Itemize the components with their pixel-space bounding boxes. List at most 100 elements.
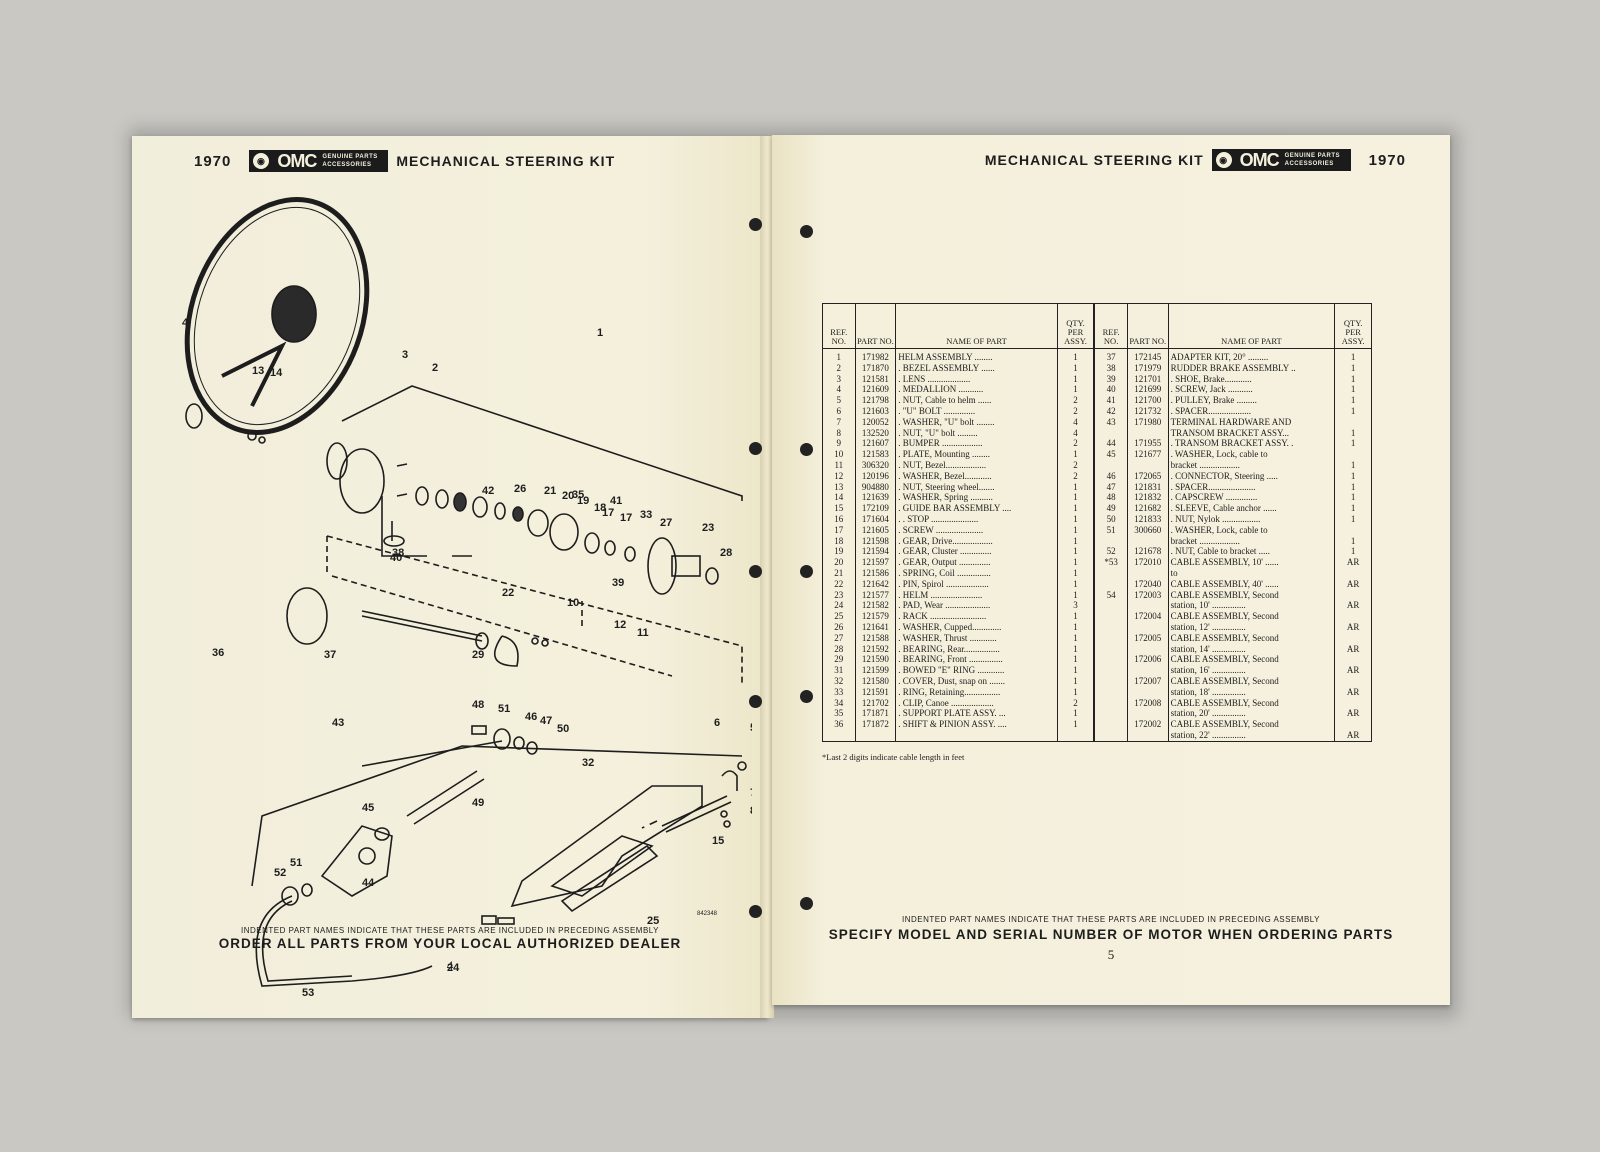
table-cell: . WASHER, "U" bolt ........ [895,416,1058,428]
table-cell: . CONNECTOR, Steering ..... [1167,470,1335,482]
table-cell: 18 [822,535,856,547]
table-cell: 171979 [1126,362,1169,374]
table-cell [1093,427,1128,439]
table-cell: 11 [822,459,856,471]
diagram-callout: 7 [750,787,752,799]
table-cell: 19 [822,546,856,558]
print-code: 842348 [697,911,718,917]
table-cell: AR [1334,557,1372,568]
table-cell: . WASHER, Bezel............ [895,470,1058,482]
table-cell: 121682 [1126,503,1169,514]
table-cell: 121594 [854,546,896,558]
table-cell: AR [1334,643,1372,655]
table-cell: . GEAR, Output .............. [895,557,1058,568]
table-cell [1334,416,1372,428]
binder-hole [800,443,813,456]
table-cell: 172040 [1126,578,1169,590]
table-cell [1093,567,1128,579]
table-cell: 171604 [854,513,896,525]
table-cell: 121580 [854,675,896,687]
table-cell: 37 [1093,348,1128,363]
table-cell: CABLE ASSEMBLY, Second [1167,719,1335,730]
left-note-small: INDENTED PART NAMES INDICATE THAT THESE … [240,926,659,935]
table-cell: . SPRING, Coil ............... [895,567,1058,579]
omc-logo-icon: ◉ [253,153,270,169]
col-name: NAME OF PART [895,303,1058,349]
col-ref-no: REF. NO. [822,303,856,349]
table-cell: 7 [822,416,856,428]
table-cell: 1 [822,348,856,363]
table-cell: . SPACER................... [1167,405,1335,417]
table-cell: 121678 [1126,546,1169,558]
table-cell: 4 [1056,416,1095,428]
table-cell: . "U" BOLT .............. [895,405,1058,417]
table-cell: 172008 [1126,697,1169,709]
binder-hole [749,905,762,918]
table-cell: 29 [822,654,856,666]
diagram-callout: 37 [324,649,336,661]
diagram-callout: 53 [302,987,314,999]
table-cell: 48 [1093,492,1128,504]
table-cell: 1 [1056,546,1095,558]
table-cell: 10 [822,449,856,460]
diagram-callout: 13 [252,365,264,377]
table-cell [1093,535,1128,547]
diagram-callout: 51 [290,857,302,869]
table-cell: CABLE ASSEMBLY, 40' ...... [1167,578,1335,590]
table-cell: . CAPSCREW .............. [1167,492,1335,504]
table-cell: AR [1334,665,1372,676]
diagram-callout: 35 [572,489,584,501]
table-cell [1093,729,1128,742]
col-part-no: PART NO. [854,303,897,349]
diagram-callout: 24 [447,962,460,974]
table-cell: 121699 [1126,384,1169,396]
table-cell: station, 18' ............... [1167,686,1335,698]
diagram-callout: 6 [714,717,720,729]
table-cell: 1 [1334,470,1372,482]
diagram-callout: 38 [392,547,404,559]
table-cell: bracket .................. [1167,459,1335,471]
col-part-no-2: PART NO. [1126,303,1169,349]
diagram-callout: 28 [720,547,732,559]
col-qty: QTY. PER ASSY. [1056,303,1095,349]
right-note-small: INDENTED PART NAMES INDICATE THAT THESE … [901,915,1320,924]
table-cell: 121581 [854,373,896,385]
table-cell: . COVER, Dust, snap on ....... [895,675,1058,687]
table-cell: CABLE ASSEMBLY, 10' ...... [1167,557,1335,568]
table-cell: 121605 [854,524,896,536]
table-cell: 121592 [854,643,896,655]
table-cell: 1 [1056,362,1095,374]
table-cell: 121609 [854,384,896,396]
omc-logo-icon: ◉ [1215,152,1232,168]
table-cell: . SUPPORT PLATE ASSY. ... [895,708,1058,720]
diagram-callout: 1 [597,327,603,339]
table-cell: 172005 [1126,632,1169,644]
table-cell: 1 [1334,535,1372,547]
diagram-callout: 18 [594,502,606,514]
table-cell: 904880 [854,481,896,493]
table-cell [1093,459,1128,471]
diagram-callout: 3 [402,349,408,361]
table-cell: to [1167,567,1335,579]
table-cell: 121831 [1126,481,1169,493]
table-cell: 1 [1056,686,1095,698]
table-cell: . WASHER, Spring .......... [895,492,1058,504]
table-cell: 13 [822,481,856,493]
table-cell: 45 [1093,449,1128,460]
table-cell: AR [1334,686,1372,698]
table-cell: 5 [822,395,856,406]
table-cell: 28 [822,643,856,655]
parts-table-header: REF. NO. PART NO. NAME OF PART QTY. PER … [822,303,1372,349]
table-cell: . RING, Retaining................ [895,686,1058,698]
table-cell [1334,611,1372,622]
left-title: MECHANICAL STEERING KIT [396,153,616,169]
table-cell: 171871 [854,708,896,720]
binder-hole [749,442,762,455]
table-cell: 172002 [1126,719,1169,730]
table-cell: *53 [1093,557,1128,568]
